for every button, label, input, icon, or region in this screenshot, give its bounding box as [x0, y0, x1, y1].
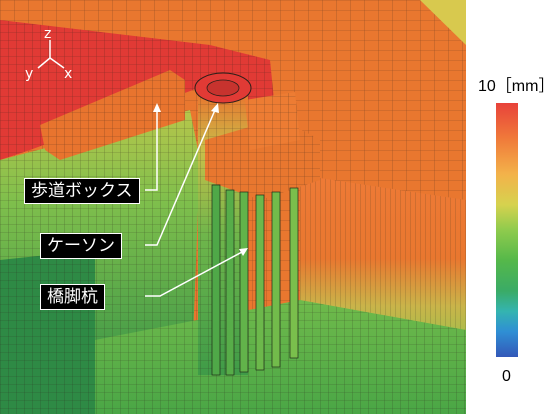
colorbar: [496, 103, 518, 357]
axis-triad: z y x: [25, 26, 72, 82]
callout-caisson: ケーソン: [40, 233, 122, 259]
pile-cap-upper-mesh: [245, 92, 300, 150]
axis-y-label: y: [25, 66, 33, 82]
sidewalk-box-mesh: [40, 70, 185, 160]
bridge-piles: [211, 184, 299, 376]
callout-sidewalk-box: 歩道ボックス: [24, 178, 140, 204]
colorbar-max-label: 10［mm］: [478, 78, 554, 95]
left-lower-mesh: [0, 250, 95, 414]
yellow-corner: [420, 0, 466, 45]
callout-bridge-pile: 橋脚杭: [40, 284, 105, 310]
axis-x-label: x: [64, 66, 72, 82]
colorbar-min-label: 0: [502, 368, 511, 385]
callout-leaders: [145, 103, 248, 297]
fem-model-view: z y x: [0, 0, 466, 414]
floor-mesh: [95, 300, 466, 414]
caisson-hole: [206, 79, 240, 97]
axis-z-label: z: [44, 26, 51, 42]
